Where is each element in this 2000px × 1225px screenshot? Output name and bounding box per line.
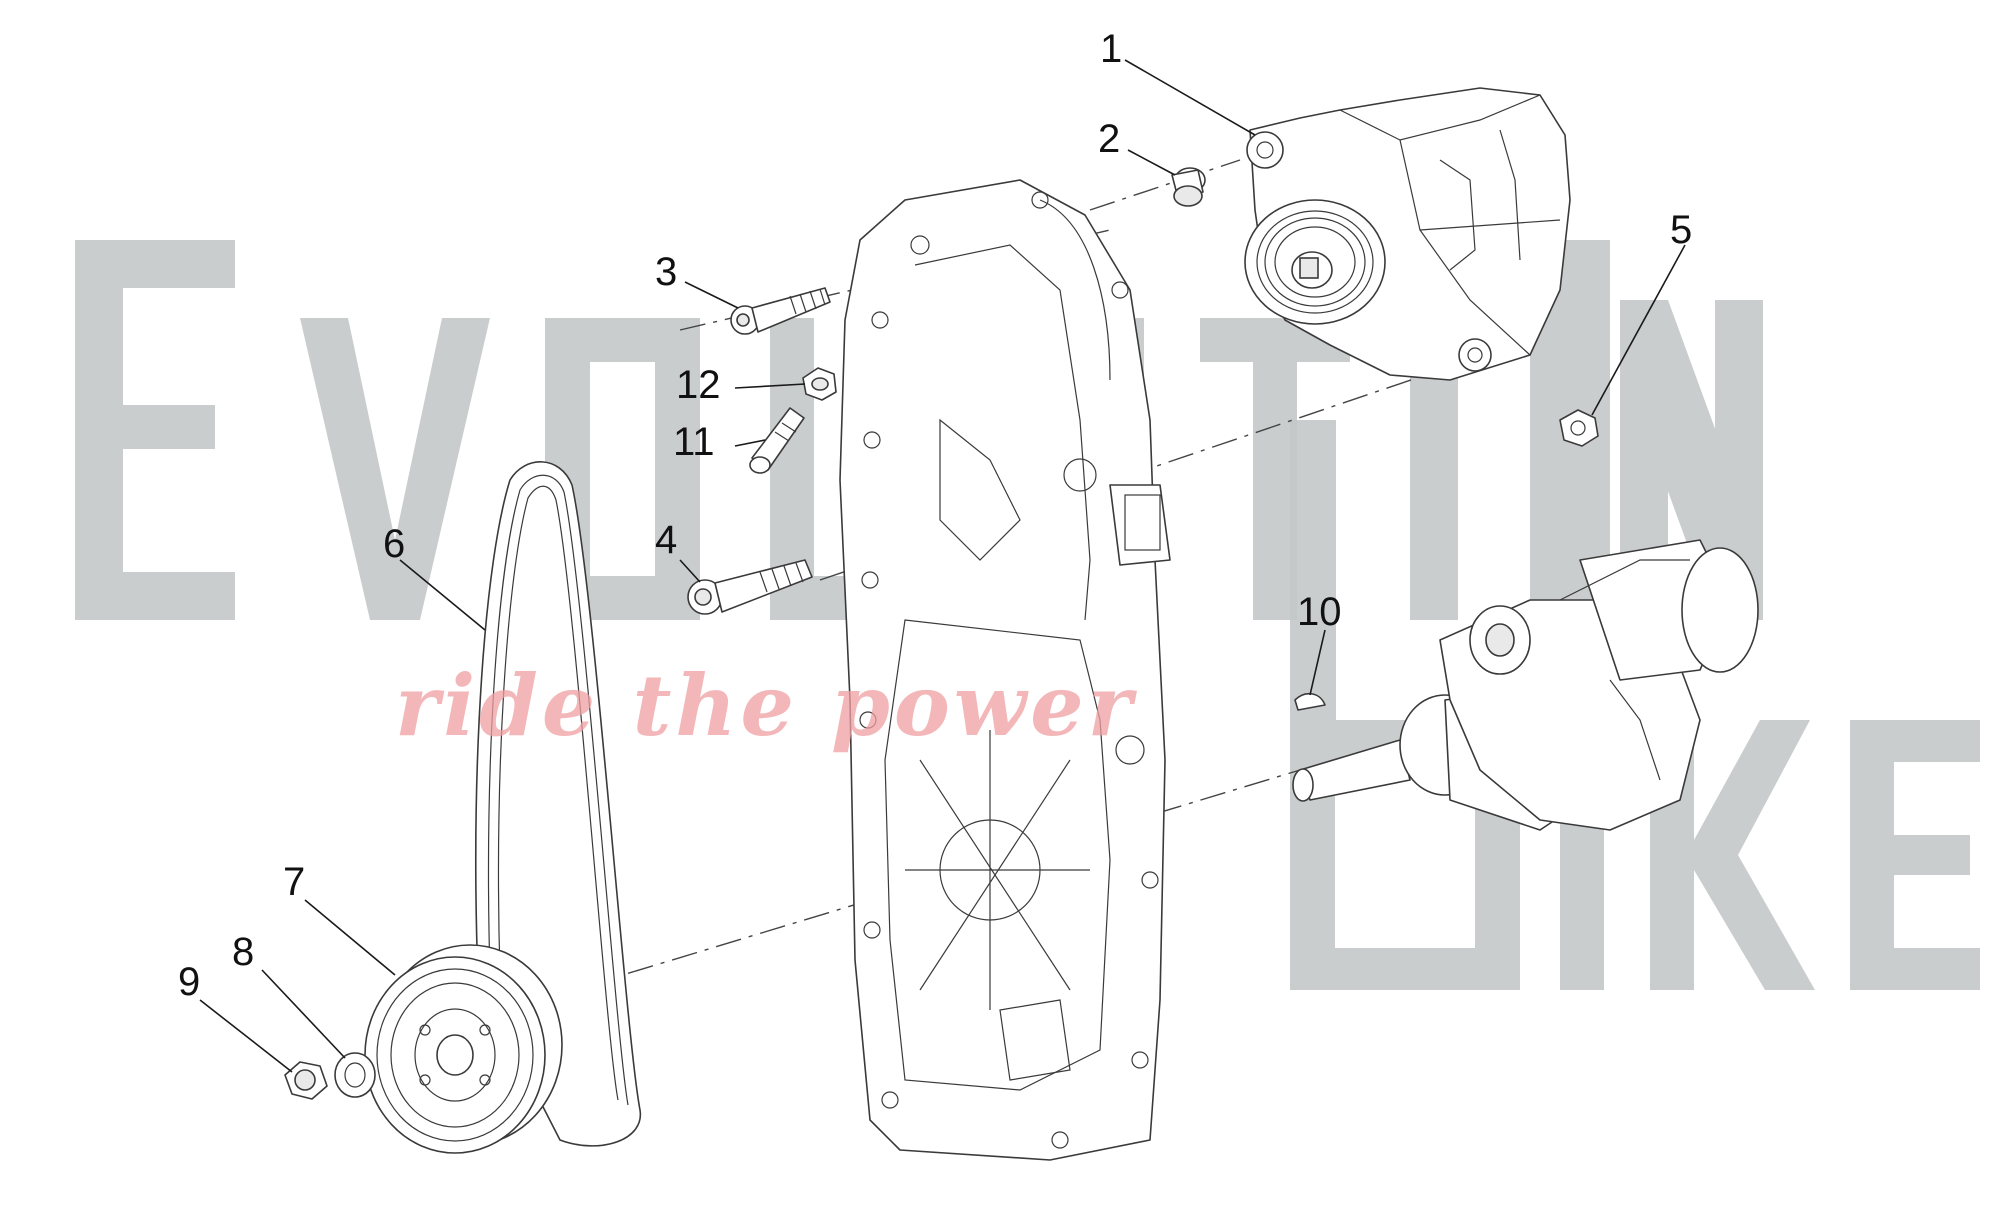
watermark-letter-v [300, 318, 490, 620]
callout-1: 1 [1100, 27, 1122, 71]
socket-head-screw-icon [730, 287, 831, 335]
alternator-icon [1244, 87, 1571, 381]
hex-nut-icon-12 [802, 367, 837, 401]
stud-bolt-icon [749, 407, 805, 474]
callout-8: 8 [232, 930, 254, 974]
callout-7: 7 [283, 860, 305, 904]
callout-12: 12 [676, 363, 721, 407]
leader-lines [199, 59, 1686, 1073]
watermark-letter-e2 [1850, 720, 1980, 990]
callout-10: 10 [1297, 590, 1342, 634]
watermark-letter-e [75, 240, 235, 620]
callout-11: 11 [673, 420, 715, 464]
callout-9: 9 [178, 960, 200, 1004]
hex-nut-icon [1559, 409, 1599, 447]
spacer-bushing-icon [1171, 167, 1206, 207]
timing-cover-icon [839, 179, 1171, 1161]
callout-3: 3 [655, 250, 677, 294]
crank-pulley-icon [364, 944, 563, 1154]
watermark-tagline: ride the power [395, 656, 1138, 755]
watermark-letter-t [1200, 318, 1350, 620]
hex-nut-icon-8 [284, 1061, 328, 1100]
socket-head-screw-icon-4 [687, 559, 813, 615]
watermark-letter-o [545, 318, 700, 620]
washer-icon [334, 1052, 376, 1098]
callout-2: 2 [1098, 117, 1120, 161]
callout-6: 6 [383, 522, 405, 566]
woodruff-key-icon [1294, 692, 1326, 711]
callout-4: 4 [655, 518, 677, 562]
callout-5: 5 [1670, 208, 1692, 252]
crankshaft-icon [1292, 539, 1759, 831]
callout-labels: 1 2 3 4 5 6 7 8 9 10 11 12 [178, 27, 1692, 1004]
